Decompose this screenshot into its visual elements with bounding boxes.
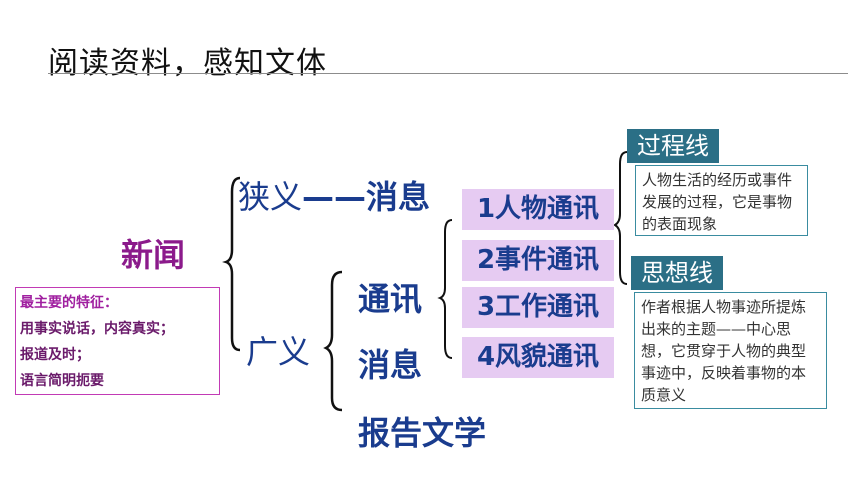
narrow-value: 消息 [366, 178, 431, 216]
broad-item-tongxun: 通讯 [358, 280, 423, 318]
features-box: 最主要的特征： 用事实说话，内容真实； 报道及时； 语言简明扼要 [15, 287, 220, 395]
features-title: 最主要的特征： [20, 295, 118, 311]
tongxun-type-3: 3工作通讯 [462, 287, 614, 328]
tongxun-type-2: 2事件通讯 [462, 240, 614, 281]
tongxun-type-4: 4风貌通讯 [462, 337, 614, 378]
title-underline [48, 73, 848, 74]
process-line-note: 人物生活的经历或事件发展的过程，它是事物的表面现象 [635, 165, 808, 236]
broad-brace [323, 270, 343, 412]
broad-label: 广义 [246, 333, 311, 371]
narrow-label: 狭义 [238, 178, 303, 216]
feature-line: 用事实说话，内容真实； [20, 321, 174, 337]
narrow-definition: 狭义——消息 [238, 172, 430, 218]
lines-brace [613, 151, 628, 285]
feature-line: 报道及时； [20, 347, 90, 363]
main-brace [222, 176, 241, 352]
broad-item-xiaoxi: 消息 [358, 346, 423, 384]
thought-line-tag: 思想线 [631, 256, 723, 290]
tongxun-type-1: 1人物通讯 [462, 189, 614, 230]
feature-line: 语言简明扼要 [20, 373, 104, 389]
thought-line-note: 作者根据人物事迹所提炼出来的主题——中心思想，它贯穿于人物的典型事迹中，反映着事… [634, 292, 827, 409]
page-title: 阅读资料，感知文体 [48, 46, 327, 81]
process-line-tag: 过程线 [627, 129, 719, 163]
broad-item-baogao: 报告文学 [358, 414, 487, 452]
narrow-dash: —— [302, 178, 367, 216]
tongxun-brace [437, 219, 453, 359]
root-node: 新闻 [121, 236, 186, 274]
